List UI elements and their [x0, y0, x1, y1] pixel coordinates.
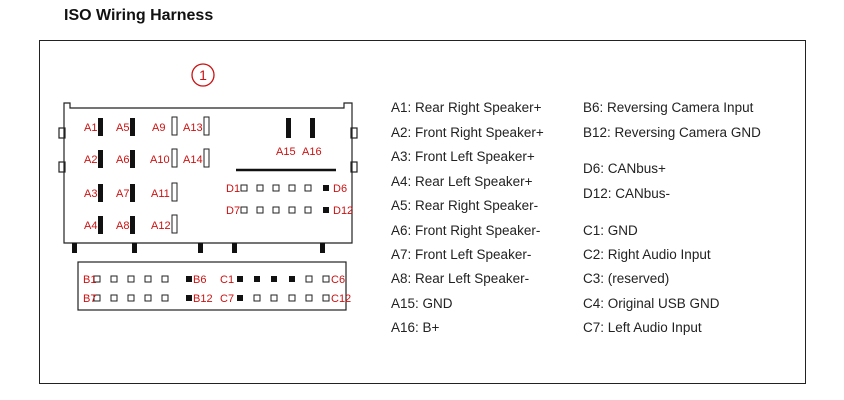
- pin-label-a4: A4: [84, 220, 97, 232]
- connector-housing-a: [58, 102, 358, 244]
- legend-c4: C4: Original USB GND: [583, 296, 720, 311]
- pin-label-a3: A3: [84, 188, 97, 200]
- legend-a8: A8: Rear Left Speaker-: [391, 271, 530, 286]
- legend-c7: C7: Left Audio Input: [583, 320, 702, 335]
- pin-label-a1: A1: [84, 122, 97, 134]
- legend-c1: C1: GND: [583, 223, 638, 238]
- diagram-frame: [39, 40, 806, 384]
- legend-a15: A15: GND: [391, 296, 453, 311]
- pin-label-a13: A13: [183, 122, 203, 134]
- pin-label-a7: A7: [116, 188, 129, 200]
- pin-label-d1: D1: [226, 183, 240, 195]
- pin-label-a2: A2: [84, 154, 97, 166]
- pin-label-d6: D6: [333, 183, 347, 195]
- legend-d12: D12: CANbus-: [583, 186, 671, 201]
- legend-c2: C2: Right Audio Input: [583, 247, 711, 262]
- legend-a6: A6: Front Right Speaker-: [391, 223, 541, 238]
- pin-label-a12: A12: [151, 220, 171, 232]
- d-pin-row-1: [240, 184, 329, 192]
- pin-label-a6: A6: [116, 154, 129, 166]
- pin-label-d12: D12: [333, 205, 353, 217]
- pin-label-c7: C7: [220, 293, 234, 305]
- c-pin-row-1: [237, 275, 330, 283]
- legend-a2: A2: Front Right Speaker+: [391, 125, 544, 140]
- b-pin-row-2: [93, 294, 192, 302]
- pin-label-a5: A5: [116, 122, 129, 134]
- pin-label-a16: A16: [302, 146, 322, 158]
- pin-label-a15: A15: [276, 146, 296, 158]
- page-title: ISO Wiring Harness: [64, 7, 214, 24]
- legend-b6: B6: Reversing Camera Input: [583, 100, 754, 115]
- a-pin-blocks: [98, 118, 315, 234]
- pin-label-d7: D7: [226, 205, 240, 217]
- pin-label-c1: C1: [220, 274, 234, 286]
- legend-a5: A5: Rear Right Speaker-: [391, 198, 539, 213]
- pin-label-b1: B1: [83, 274, 96, 286]
- legend-c3: C3: (reserved): [583, 271, 670, 286]
- pin-label-a11: A11: [151, 188, 170, 200]
- a-pin-empty-slots: [171, 116, 210, 234]
- pin-label-c12: C12: [331, 293, 351, 305]
- c-pin-row-2: [237, 294, 330, 302]
- pin-label-c6: C6: [331, 274, 345, 286]
- pin-label-a10: A10: [150, 154, 170, 166]
- legend-a4: A4: Rear Left Speaker+: [391, 174, 533, 189]
- legend-b12: B12: Reversing Camera GND: [583, 125, 761, 140]
- pin-label-b7: B7: [83, 293, 96, 305]
- legend-a1: A1: Rear Right Speaker+: [391, 100, 542, 115]
- legend-d6: D6: CANbus+: [583, 161, 666, 176]
- pin-label-a8: A8: [116, 220, 129, 232]
- legend-a3: A3: Front Left Speaker+: [391, 149, 535, 164]
- pin-label-a9: A9: [152, 122, 165, 134]
- d-pin-row-2: [240, 206, 329, 214]
- connector-number-circle: [191, 63, 215, 87]
- pin-label-b12: B12: [193, 293, 213, 305]
- legend-a7: A7: Front Left Speaker-: [391, 247, 532, 262]
- legend-a16: A16: B+: [391, 320, 440, 335]
- pin-label-b6: B6: [193, 274, 206, 286]
- connector-number: 1: [199, 67, 207, 83]
- b-pin-row-1: [93, 275, 192, 283]
- connector-housing-bc: [72, 243, 347, 311]
- pin-label-a14: A14: [183, 154, 203, 166]
